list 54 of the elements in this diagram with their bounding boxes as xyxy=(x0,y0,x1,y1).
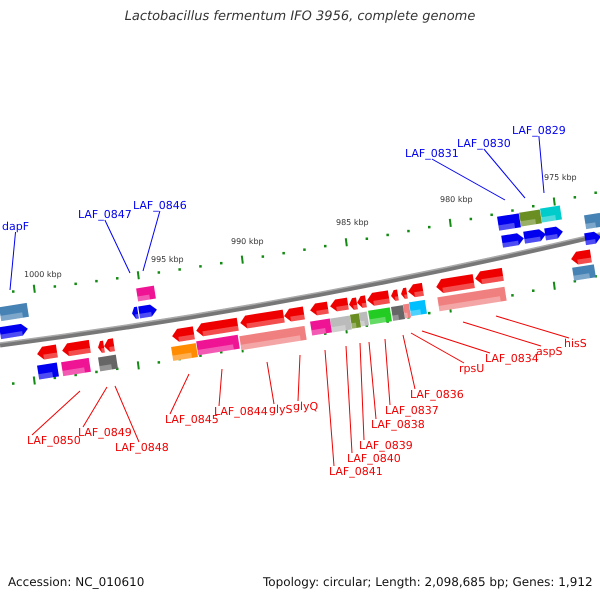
leader-line xyxy=(384,338,390,406)
leader-line xyxy=(422,330,490,354)
leader-line xyxy=(431,158,506,200)
leader-line xyxy=(346,346,352,454)
leader-line xyxy=(538,136,544,194)
gene-label: aspS xyxy=(536,346,562,357)
gene-label: LAF_0836 xyxy=(410,389,464,400)
tick-label: 980 kbp xyxy=(440,196,473,204)
leader-line xyxy=(218,368,222,406)
leader-line xyxy=(114,386,140,442)
title: Lactobacillus fermentum IFO 3956, complete genome xyxy=(124,10,476,23)
gene-label: LAF_0848 xyxy=(115,442,169,453)
leader-line xyxy=(496,316,570,338)
leader-line xyxy=(368,342,376,420)
leader-line xyxy=(170,374,190,414)
gene-label: hisS xyxy=(564,338,587,349)
leader-line xyxy=(410,332,464,364)
gene-label: LAF_0839 xyxy=(359,440,413,451)
genome-info-text: Topology: circular; Length: 2,098,685 bp; Genes: 1,912 xyxy=(263,576,593,588)
gene-label: LAF_0849 xyxy=(78,427,132,438)
tick-label: 985 kbp xyxy=(336,219,369,227)
tick-label: 990 kbp xyxy=(231,238,264,246)
gene-label: LAF_0847 xyxy=(78,209,132,220)
gene-label: LAF_0829 xyxy=(512,125,566,136)
gene-label: glyS xyxy=(269,404,293,415)
leader-line xyxy=(266,362,274,404)
leader-line xyxy=(10,232,16,290)
gene-label: LAF_0844 xyxy=(214,406,268,417)
leader-line xyxy=(360,342,364,440)
leader-line xyxy=(104,220,130,274)
leader-line xyxy=(324,350,334,466)
leader-line xyxy=(483,148,526,198)
gene-label: LAF_0831 xyxy=(405,148,459,159)
tick-label: 995 kbp xyxy=(151,256,184,264)
leader-line xyxy=(402,334,416,390)
leader-line xyxy=(82,386,108,428)
gene-label: LAF_0834 xyxy=(485,353,539,364)
gene-label: glyQ xyxy=(293,401,318,412)
tick-label: 975 kbp xyxy=(544,174,577,182)
gene-label: LAF_0841 xyxy=(329,466,383,477)
leader-line xyxy=(462,322,542,346)
leader-line xyxy=(32,390,80,436)
gene-label: LAF_0830 xyxy=(457,138,511,149)
gene-label: dapF xyxy=(2,221,30,232)
tick-label: 1000 kbp xyxy=(24,271,62,279)
leader-line xyxy=(298,354,300,402)
gene-label: rpsU xyxy=(459,363,484,374)
gene-label: LAF_0838 xyxy=(371,419,425,430)
leader-line xyxy=(142,210,160,272)
accession-text: Accession: NC_010610 xyxy=(8,576,144,588)
gene-label: LAF_0840 xyxy=(347,453,401,464)
gene-label: LAF_0850 xyxy=(27,435,81,446)
gene-label: LAF_0837 xyxy=(385,405,439,416)
gene-label: LAF_0846 xyxy=(133,200,187,211)
